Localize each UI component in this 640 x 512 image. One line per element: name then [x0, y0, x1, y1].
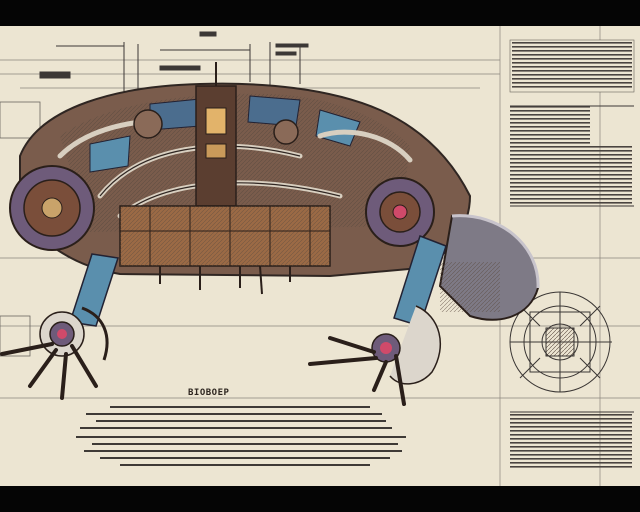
- blueprint-sheet: BIOBOEP: [0, 26, 640, 486]
- right-leg: [308, 235, 447, 406]
- left-ghost-plate: [0, 101, 41, 357]
- right-spec-blocks: [509, 39, 635, 470]
- side-schematic: [509, 291, 612, 393]
- diagram-caption: BIOBOEP: [188, 388, 230, 398]
- left-hip-gear: [9, 165, 95, 251]
- right-spec-dividers: [510, 105, 634, 413]
- top-annotations: [39, 31, 309, 92]
- left-leg: [0, 253, 119, 400]
- right-hip-gear: [365, 177, 435, 247]
- description-text: [76, 406, 406, 466]
- mech-body: [9, 62, 540, 321]
- blueprint-illustration: [0, 26, 640, 486]
